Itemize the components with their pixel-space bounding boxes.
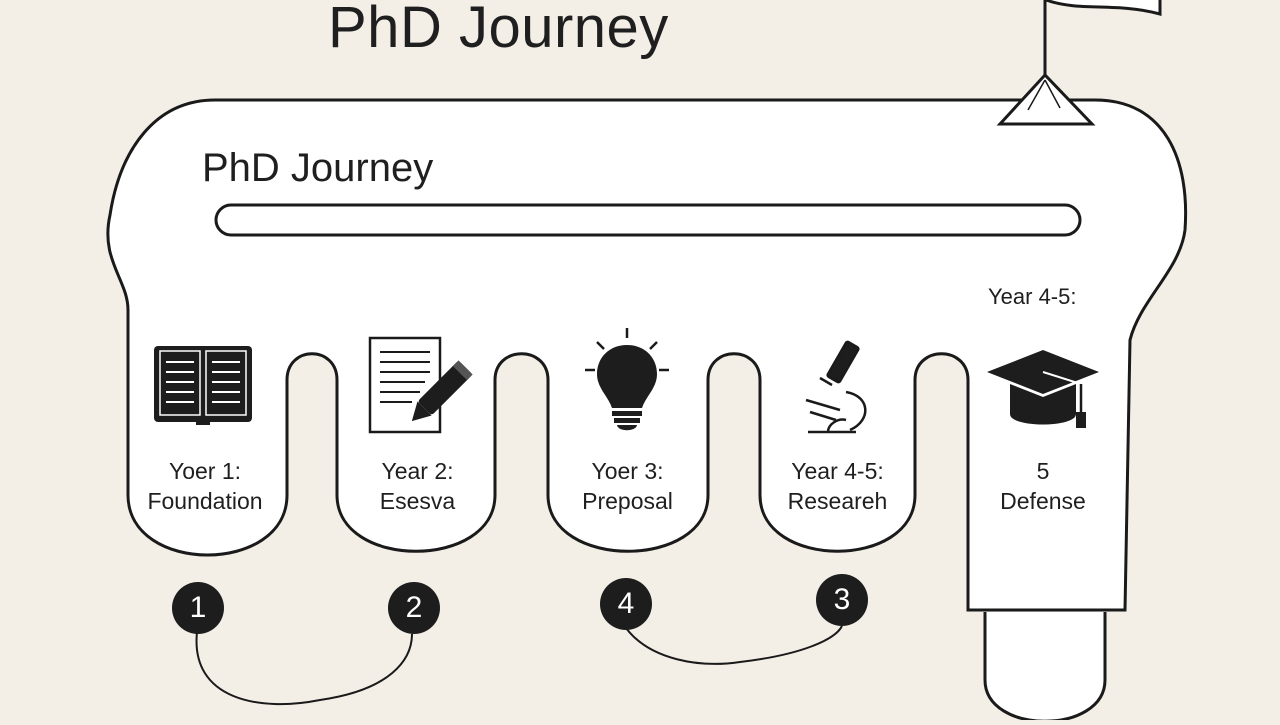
stage-label-4: Year 4-5: Researeh bbox=[760, 456, 915, 516]
stage-2-name: Esesva bbox=[379, 488, 456, 514]
book-icon bbox=[154, 346, 252, 425]
step-badge-2: 2 bbox=[388, 582, 440, 634]
document-pen-icon bbox=[368, 336, 473, 434]
connector-4-3 bbox=[625, 625, 843, 665]
stage-1-name: Foundation bbox=[147, 488, 263, 514]
stage-3-year: Yoer 3: bbox=[591, 458, 664, 484]
stage-1-year: Yoer 1: bbox=[168, 458, 242, 484]
flag-icon bbox=[996, 0, 1162, 126]
lightbulb-icon bbox=[585, 328, 669, 431]
microscope-icon bbox=[805, 340, 867, 434]
stage-label-5: 5 Defense bbox=[968, 456, 1118, 516]
progress-bar-track bbox=[214, 203, 1082, 237]
stage-label-1: Yoer 1: Foundation bbox=[128, 456, 282, 516]
stage-4-name: Researeh bbox=[787, 488, 888, 514]
stage-label-3: Yoer 3: Preposal bbox=[550, 456, 705, 516]
step-badge-1: 1 bbox=[172, 582, 224, 634]
stage-label-2: Year 2: Esesva bbox=[340, 456, 495, 516]
inner-title: PhD Journey bbox=[202, 146, 434, 190]
step-badge-3: 3 bbox=[816, 574, 868, 626]
top-year-note: Year 4-5: bbox=[988, 284, 1077, 309]
connector-1-2 bbox=[195, 631, 413, 706]
step-badge-4: 4 bbox=[600, 578, 652, 630]
graduation-cap-icon bbox=[987, 350, 1099, 428]
main-title: PhD Journey bbox=[328, 0, 669, 60]
journey-bottom-extension bbox=[983, 612, 1107, 723]
stage-2-year: Year 2: bbox=[381, 458, 454, 484]
stage-4-year: Year 4-5: bbox=[791, 458, 884, 484]
stage-5-year: 5 bbox=[1036, 458, 1050, 484]
stage-3-name: Preposal bbox=[582, 488, 673, 514]
stage-5-name: Defense bbox=[1000, 488, 1086, 514]
